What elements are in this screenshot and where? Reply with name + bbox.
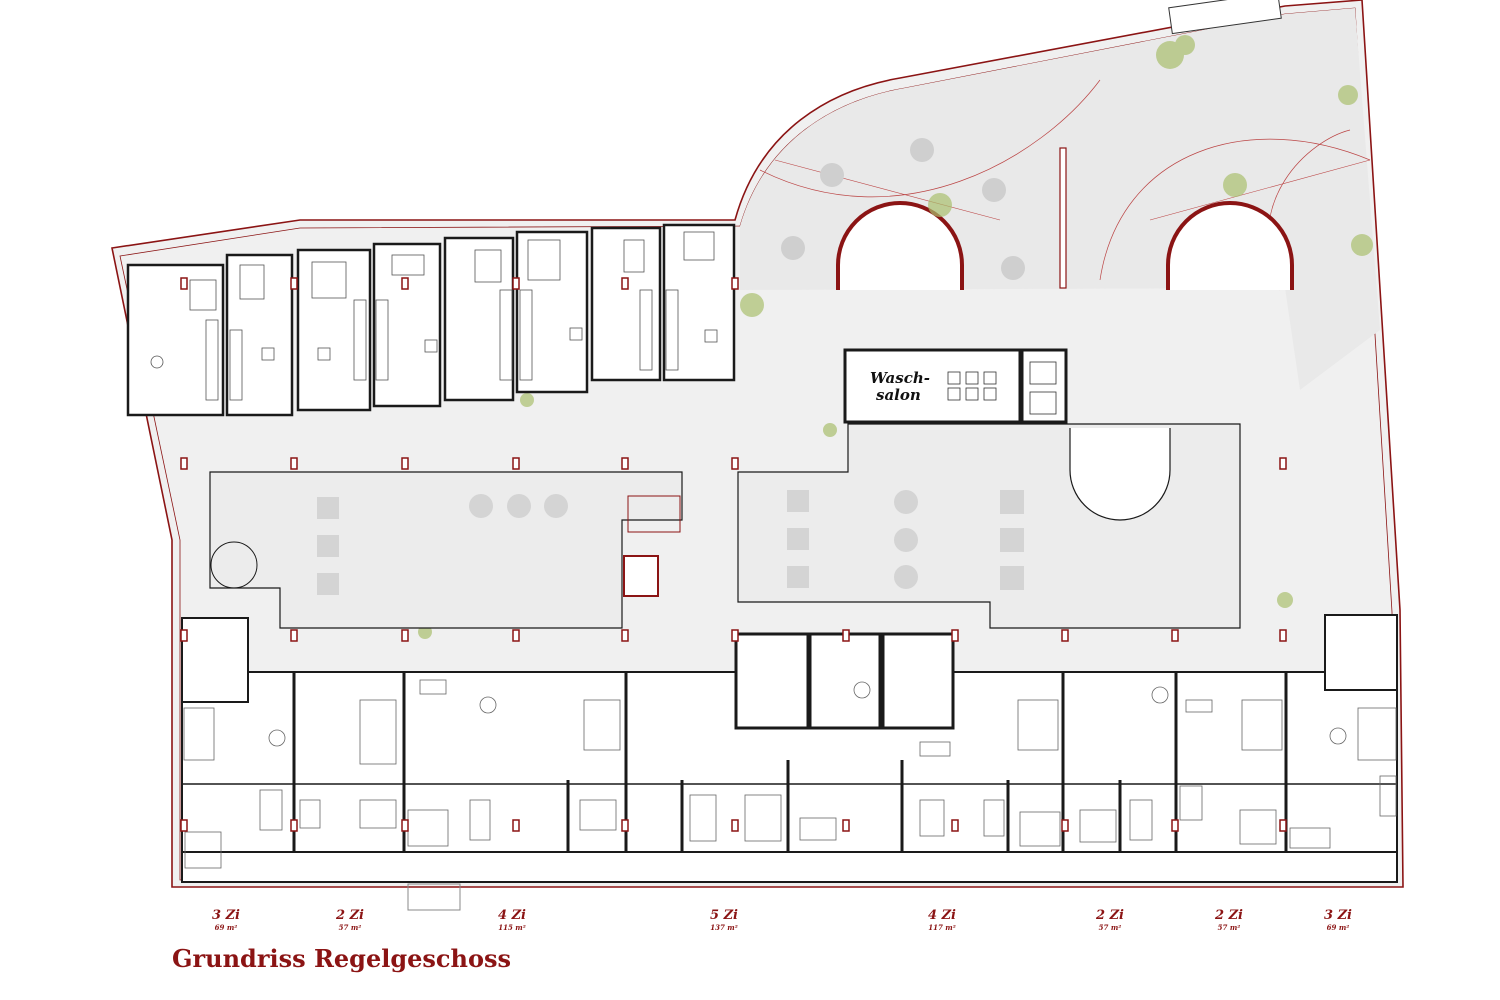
lift bbox=[623, 555, 659, 597]
unit-label: 3 Zi 69 m² bbox=[1278, 908, 1398, 932]
garden-path-curve-4 bbox=[774, 159, 1001, 221]
unit-label: 2 Zi 57 m² bbox=[1050, 908, 1170, 932]
waschsalon-annex bbox=[1020, 348, 1068, 424]
stair-left bbox=[627, 495, 681, 533]
north-corner-unit-left bbox=[181, 617, 249, 703]
spiral-stair bbox=[210, 541, 258, 589]
north-apartments bbox=[126, 223, 736, 417]
unit-rooms: 4 Zi bbox=[498, 908, 526, 923]
unit-label: 2 Zi 57 m² bbox=[290, 908, 410, 932]
south-furniture bbox=[183, 679, 1397, 869]
unit-label: 3 Zi 69 m² bbox=[166, 908, 286, 932]
unit-area: 69 m² bbox=[214, 923, 238, 932]
garden-wall bbox=[1059, 147, 1067, 289]
unit-area: 117 m² bbox=[928, 923, 956, 932]
garden-tree bbox=[1001, 256, 1025, 280]
unit-area: 57 m² bbox=[338, 923, 362, 932]
garden-tree bbox=[910, 138, 934, 162]
unit-rooms: 3 Zi bbox=[1324, 908, 1352, 923]
unit-area: 69 m² bbox=[1326, 923, 1350, 932]
plan-title: Grundriss Regelgeschoss bbox=[172, 944, 511, 973]
unit-area: 115 m² bbox=[498, 923, 526, 932]
structural-columns bbox=[180, 277, 1287, 832]
unit-area: 57 m² bbox=[1098, 923, 1122, 932]
courtyard-left-furniture bbox=[317, 494, 568, 595]
lightwell-right bbox=[1166, 201, 1294, 290]
balcony-step bbox=[407, 883, 461, 911]
unit-rooms: 5 Zi bbox=[710, 908, 738, 923]
unit-label: 4 Zi 117 m² bbox=[882, 908, 1002, 932]
unit-label: 5 Zi 137 m² bbox=[664, 908, 784, 932]
garden-path-curve-1 bbox=[759, 79, 1101, 198]
north-corner-unit-right bbox=[1324, 614, 1398, 691]
unit-rooms: 2 Zi bbox=[1096, 908, 1124, 923]
waschsalon-room bbox=[843, 348, 1022, 424]
garden-tree bbox=[820, 163, 844, 187]
gate bbox=[1168, 0, 1282, 35]
waschsalon-label-line1: Wasch- bbox=[870, 369, 930, 387]
garden-path-curve-2 bbox=[1099, 138, 1371, 281]
garden-path-curve-5 bbox=[1149, 159, 1371, 221]
unit-rooms: 4 Zi bbox=[928, 908, 956, 923]
courtyard-right-furniture bbox=[787, 490, 1024, 590]
courtyard-left bbox=[209, 471, 683, 629]
waschsalon-label-line2: salon bbox=[876, 386, 921, 404]
unit-label: 2 Zi 57 m² bbox=[1169, 908, 1289, 932]
unit-label: 4 Zi 115 m² bbox=[452, 908, 572, 932]
unit-area: 137 m² bbox=[710, 923, 738, 932]
unit-rooms: 3 Zi bbox=[212, 908, 240, 923]
unit-area: 57 m² bbox=[1217, 923, 1241, 932]
garden-tree bbox=[982, 178, 1006, 202]
lightwell-left bbox=[836, 201, 964, 290]
washing-machines bbox=[947, 361, 1057, 415]
south-center-bays bbox=[734, 632, 955, 730]
stair-curved bbox=[1069, 428, 1171, 521]
unit-rooms: 2 Zi bbox=[336, 908, 364, 923]
garden-tree bbox=[781, 236, 805, 260]
north-furniture bbox=[150, 231, 718, 401]
unit-rooms: 2 Zi bbox=[1215, 908, 1243, 923]
